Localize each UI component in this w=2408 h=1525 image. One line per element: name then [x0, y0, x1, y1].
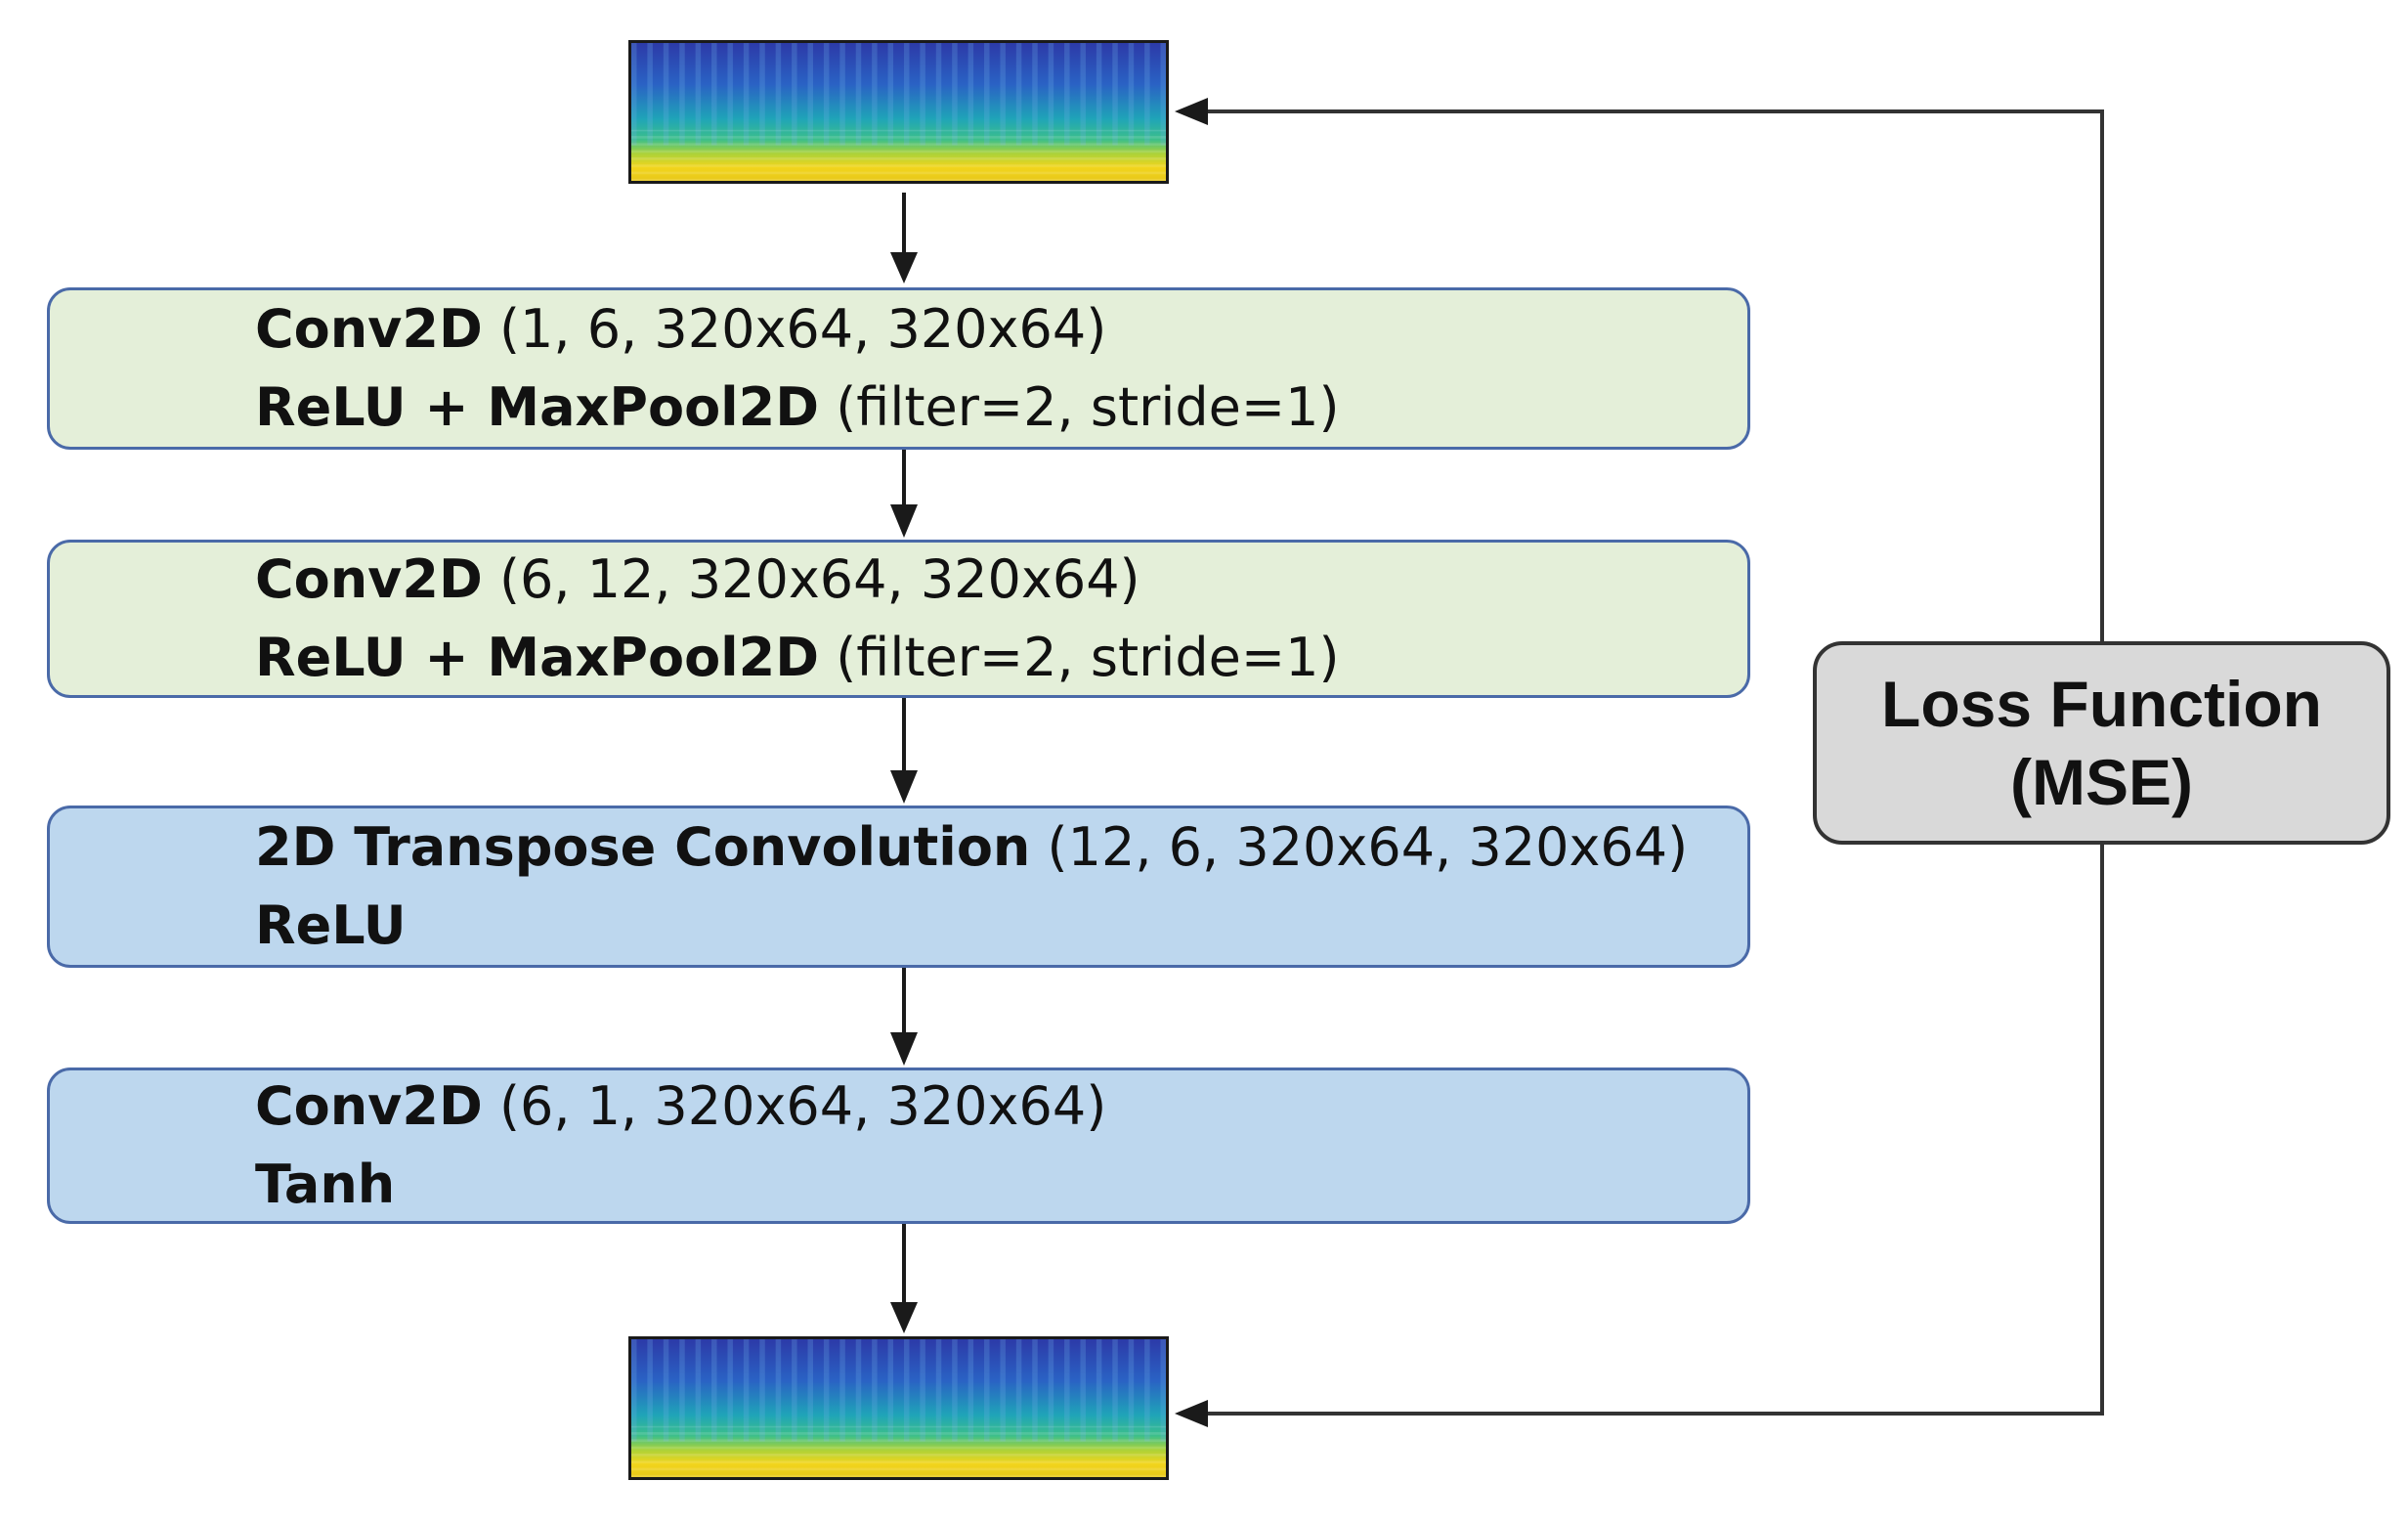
layer-2-line-1: Conv2D (6, 12, 320x64, 320x64) [255, 541, 1747, 619]
encoder-layer-2: Conv2D (6, 12, 320x64, 320x64) ReLU + Ma… [47, 540, 1750, 698]
loss-to-input-arrow [1175, 98, 2104, 641]
loss-function-type: (MSE) [2010, 746, 2193, 818]
layer-4-activation: Tanh [255, 1154, 396, 1215]
flow-arrow-input-to-layer1 [890, 193, 918, 283]
loss-function-label: Loss Function [1881, 668, 2322, 740]
layer-1-parameters: (1, 6, 320x64, 320x64) [482, 298, 1107, 360]
layer-2-pool-parameters: (filter=2, stride=1) [819, 627, 1340, 688]
layer-3-line-1: 2D Transpose Convolution (12, 6, 320x64,… [255, 808, 1747, 887]
decoder-layer-1: 2D Transpose Convolution (12, 6, 320x64,… [47, 806, 1750, 968]
loss-to-output-arrow [1175, 845, 2104, 1427]
layer-3-parameters: (12, 6, 320x64, 320x64) [1030, 816, 1689, 878]
decoder-layer-2: Conv2D (6, 1, 320x64, 320x64) Tanh [47, 1068, 1750, 1224]
layer-2-operation: Conv2D [255, 548, 483, 610]
layer-1-line-1: Conv2D (1, 6, 320x64, 320x64) [255, 290, 1747, 369]
spectrogram-graphic [631, 43, 1166, 181]
flow-arrow-layer3-to-layer4 [890, 968, 918, 1066]
layer-3-operation: 2D Transpose Convolution [255, 816, 1031, 878]
layer-4-operation: Conv2D [255, 1075, 483, 1137]
spectrogram-graphic [631, 1339, 1166, 1477]
encoder-layer-1: Conv2D (1, 6, 320x64, 320x64) ReLU + Max… [47, 287, 1750, 450]
layer-2-parameters: (6, 12, 320x64, 320x64) [482, 548, 1140, 610]
layer-1-line-2: ReLU + MaxPool2D (filter=2, stride=1) [255, 369, 1747, 447]
flow-arrow-layer1-to-layer2 [890, 450, 918, 538]
layer-3-line-2: ReLU [255, 887, 1747, 965]
layer-4-line-1: Conv2D (6, 1, 320x64, 320x64) [255, 1068, 1747, 1146]
input-spectrogram-image [628, 40, 1169, 184]
output-spectrogram-image [628, 1336, 1169, 1480]
layer-1-activation: ReLU + MaxPool2D [255, 376, 820, 438]
layer-1-pool-parameters: (filter=2, stride=1) [819, 376, 1340, 438]
layer-1-operation: Conv2D [255, 298, 483, 360]
layer-2-activation: ReLU + MaxPool2D [255, 627, 820, 688]
layer-4-line-2: Tanh [255, 1146, 1747, 1224]
flow-arrow-layer2-to-layer3 [890, 698, 918, 804]
layer-2-line-2: ReLU + MaxPool2D (filter=2, stride=1) [255, 619, 1747, 697]
layer-3-activation: ReLU [255, 894, 407, 956]
loss-function-box: Loss Function (MSE) [1813, 641, 2390, 845]
layer-4-parameters: (6, 1, 320x64, 320x64) [482, 1075, 1107, 1137]
flow-arrow-layer4-to-output [890, 1224, 918, 1333]
